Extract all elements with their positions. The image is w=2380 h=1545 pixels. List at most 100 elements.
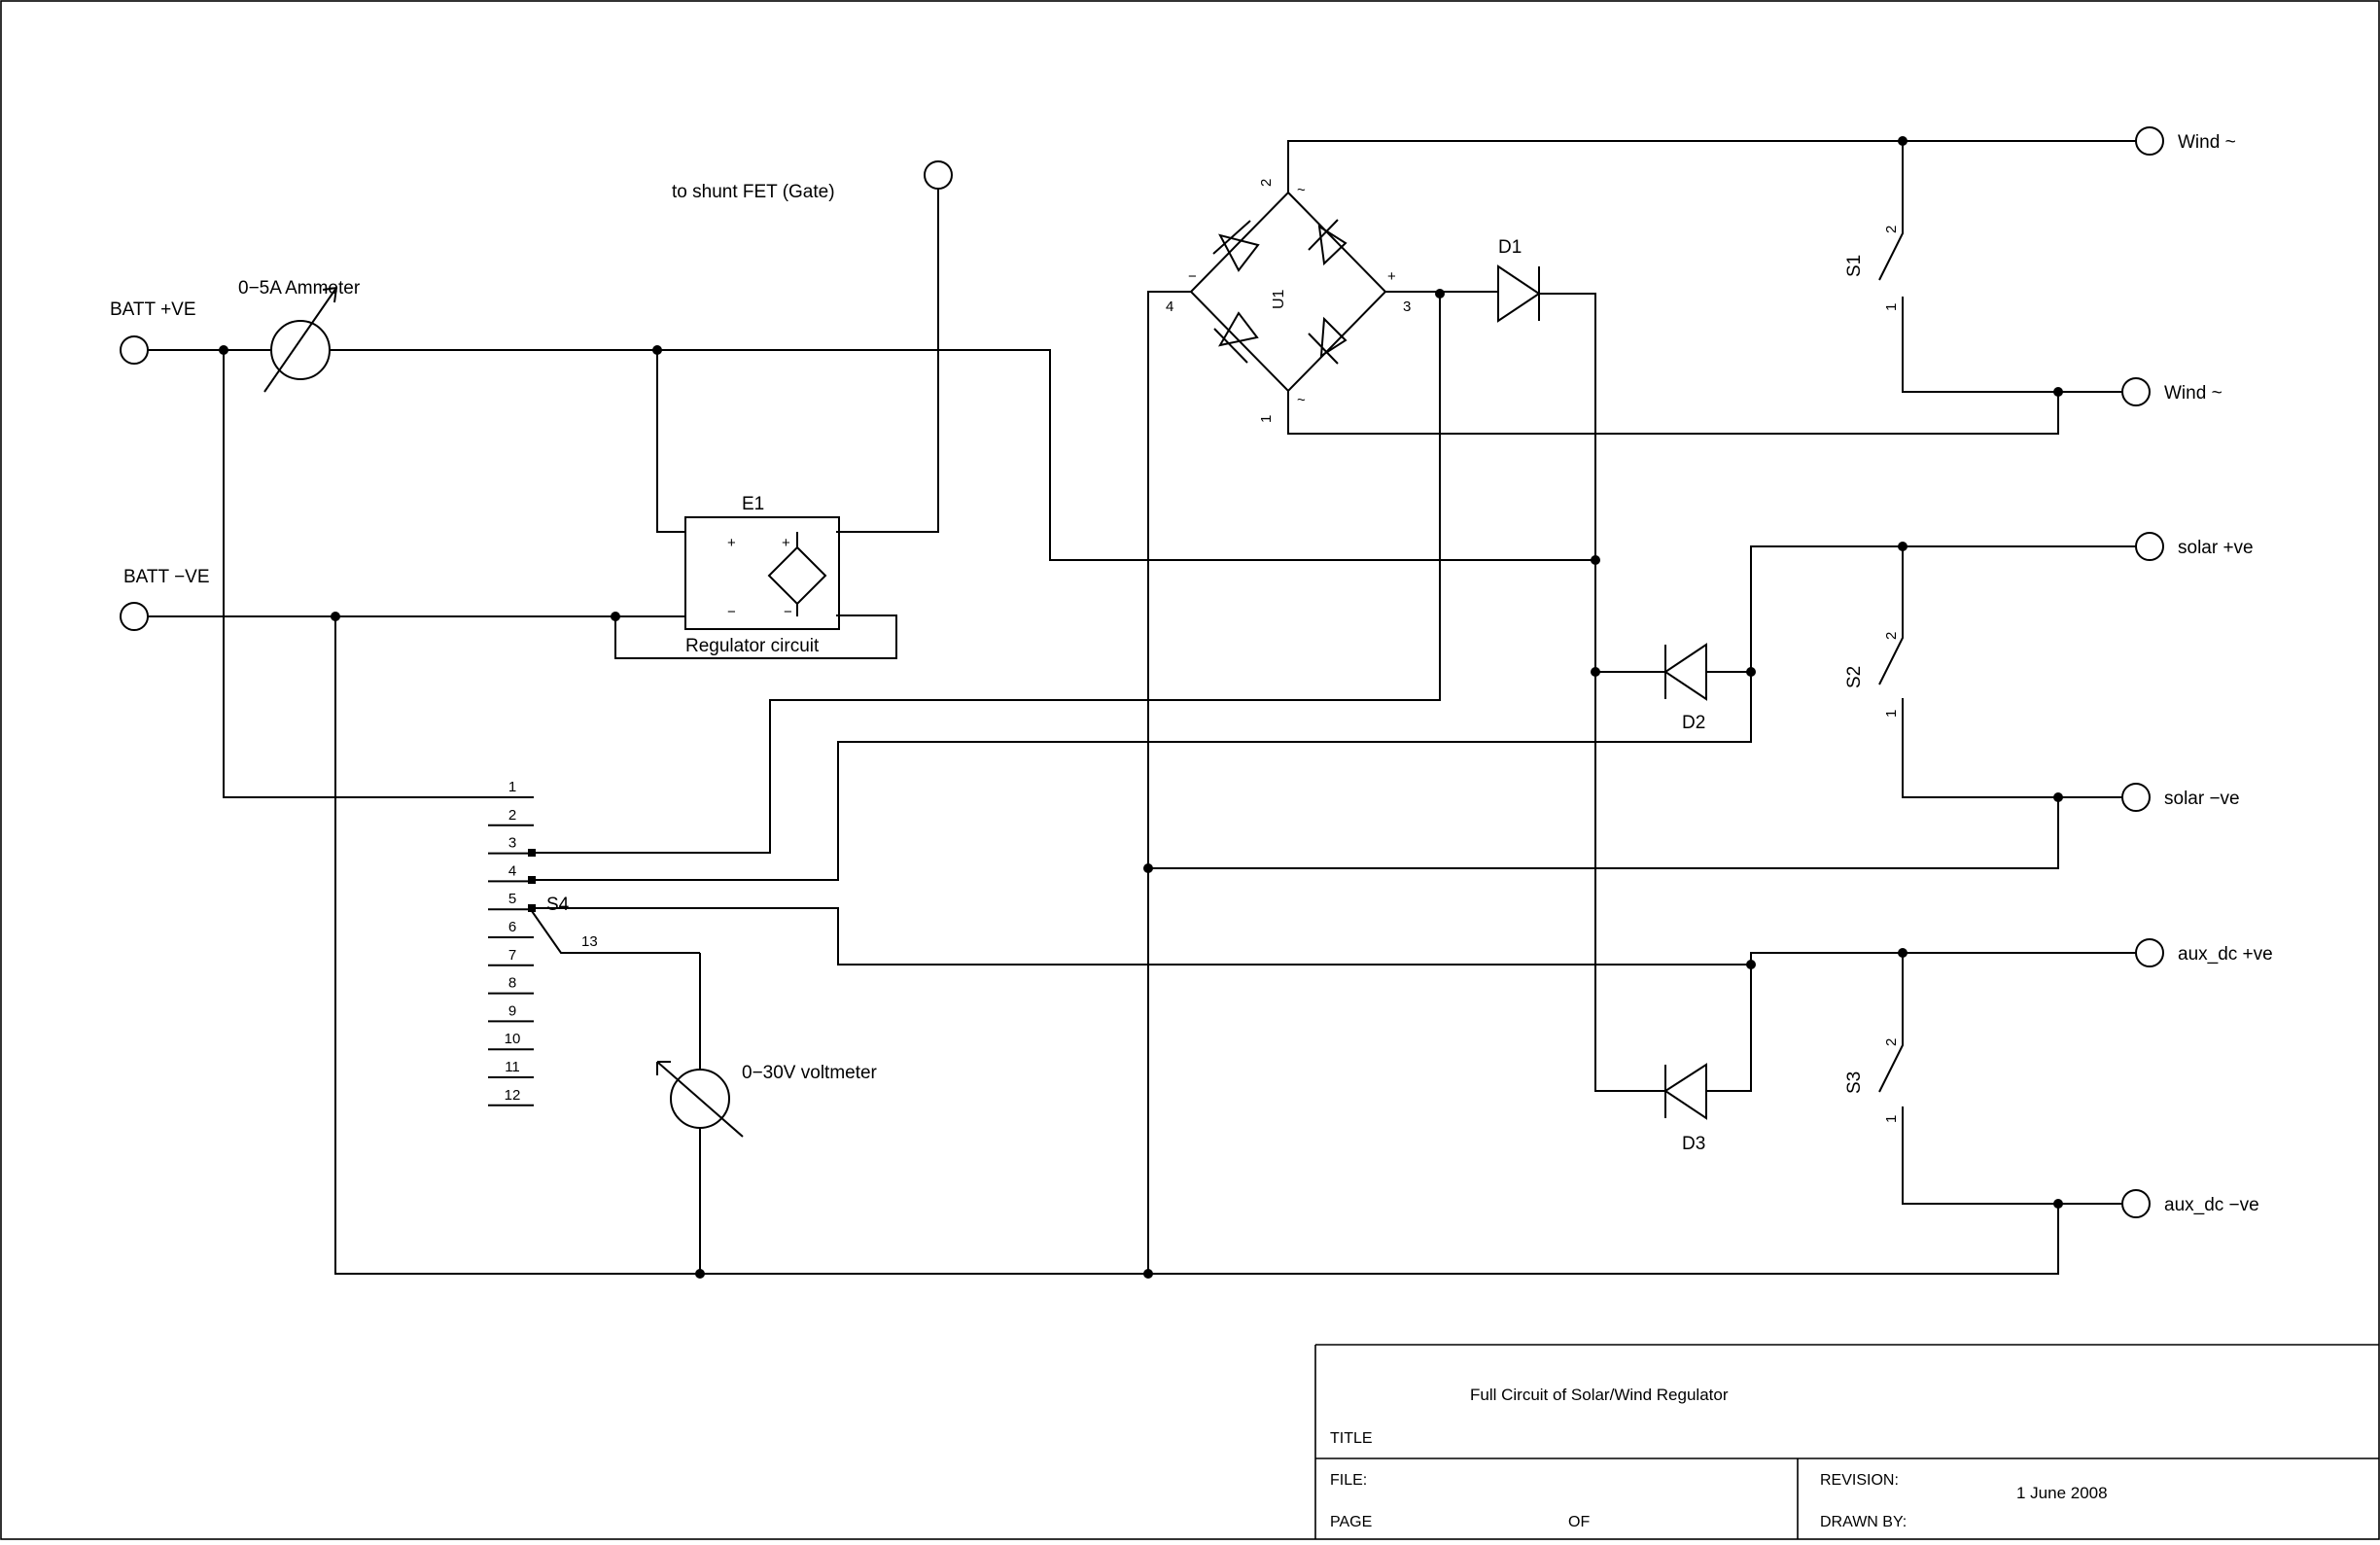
wind-terminal-b: Wind ~ <box>2121 377 2222 406</box>
wind-terminal-a: Wind ~ <box>2135 126 2236 156</box>
e1-plus-b: + <box>782 535 790 551</box>
svg-text:2: 2 <box>1883 1038 1900 1046</box>
shunt-fet-label: to shunt FET (Gate) <box>672 182 835 202</box>
ammeter-label: 0−5A Ammeter <box>238 278 361 298</box>
e1-minus-b: − <box>784 604 792 620</box>
u1-label: U1 <box>1271 289 1287 309</box>
batt-pos-label: BATT +VE <box>110 299 196 320</box>
s4-position-label: 11 <box>505 1059 520 1075</box>
s4-position-label: 3 <box>508 835 516 852</box>
s4-position-label: 9 <box>508 1002 516 1019</box>
bridge-rectifier-u1: U1 2 1 3 4 ~ ~ + − <box>1166 179 1411 423</box>
batt-pos-terminal: BATT +VE <box>110 299 196 365</box>
wire-neg-bus <box>1148 797 2059 869</box>
wire-u1-minus <box>1147 291 1191 1274</box>
s4-switch: S4 13 <box>528 849 700 954</box>
solar-pos-label: solar +ve <box>2178 538 2254 558</box>
d3-label: D3 <box>1682 1134 1705 1154</box>
wire-e1-plus <box>656 350 685 533</box>
solar-pos-terminal: solar +ve <box>2135 532 2254 561</box>
d1-label: D1 <box>1498 237 1522 258</box>
u1-pin4: 4 <box>1166 298 1173 315</box>
wire-d3 <box>1706 952 2136 1092</box>
s4-position-label: 1 <box>508 779 516 795</box>
svg-text:2: 2 <box>1883 226 1900 233</box>
u1-pin2: 2 <box>1258 179 1275 187</box>
wind-b-label: Wind ~ <box>2164 383 2222 404</box>
wire-ground-bus <box>334 616 2059 1275</box>
solar-neg-terminal: solar −ve <box>2121 783 2240 812</box>
s4-position-label: 8 <box>508 975 516 992</box>
wind-a-label: Wind ~ <box>2178 132 2236 153</box>
u1-pin3: 3 <box>1403 298 1411 315</box>
aux-neg-terminal: aux_dc −ve <box>2121 1189 2259 1218</box>
e1-minus-a: − <box>727 604 736 620</box>
drawing-title: Full Circuit of Solar/Wind Regulator <box>1470 1386 1729 1404</box>
file-label: FILE: <box>1330 1472 1367 1489</box>
svg-text:1: 1 <box>1883 1115 1900 1123</box>
diode-d3: D3 <box>1663 1063 1707 1154</box>
svg-text:2: 2 <box>1883 632 1900 640</box>
title-block: Full Circuit of Solar/Wind Regulator TIT… <box>1314 1344 2379 1539</box>
wire-batt-pos-to-s4 <box>223 350 512 798</box>
batt-neg-terminal: BATT −VE <box>120 567 210 631</box>
aux-pos-terminal: aux_dc +ve <box>2135 938 2273 967</box>
ammeter: 0−5A Ammeter <box>238 278 361 393</box>
switch-s2: S2 2 1 <box>1844 546 2122 798</box>
u1-plus: + <box>1387 268 1396 285</box>
wire-u1-ac-top <box>1287 140 2136 193</box>
junction-dots <box>219 136 2063 1279</box>
diode-d1: D1 <box>1497 237 1541 323</box>
wire-ammeter-out <box>330 349 1595 561</box>
s4-position-label: 6 <box>508 919 516 935</box>
drawn-by-label: DRAWN BY: <box>1820 1514 1907 1530</box>
solar-neg-label: solar −ve <box>2164 789 2240 809</box>
wire-e1-minus-loop <box>614 614 897 659</box>
u1-ac-top: ~ <box>1297 182 1306 198</box>
s2-label: S2 <box>1844 666 1865 688</box>
e1-label: E1 <box>742 494 764 514</box>
s4-position-label: 12 <box>505 1087 521 1104</box>
wire-s4-pos3 <box>532 292 1441 854</box>
s4-position-label: 7 <box>508 947 516 964</box>
of-label: OF <box>1568 1514 1590 1530</box>
wire-u1-ac-bottom <box>1287 391 2059 435</box>
batt-neg-label: BATT −VE <box>123 567 210 587</box>
s3-label: S3 <box>1844 1071 1865 1094</box>
voltmeter-label: 0−30V voltmeter <box>742 1063 878 1083</box>
switch-s3: S3 2 1 <box>1844 953 2122 1205</box>
e1-plus-a: + <box>727 535 736 551</box>
s4-position-label: 10 <box>505 1031 521 1047</box>
u1-minus: − <box>1188 268 1197 285</box>
shunt-fet-terminal: to shunt FET (Gate) <box>672 160 953 202</box>
title-label: TITLE <box>1330 1430 1373 1447</box>
page-label: PAGE <box>1330 1514 1372 1530</box>
switch-s1: S1 2 1 <box>1844 141 2122 393</box>
wire-s4-pos5 <box>532 907 1751 966</box>
u1-ac-bottom: ~ <box>1297 392 1306 408</box>
wire-d1-out <box>1539 293 1665 1092</box>
wire-d2 <box>1595 545 2136 673</box>
s4-position-label: 2 <box>508 807 516 824</box>
s4-label: S4 <box>546 895 570 915</box>
revision-date: 1 June 2008 <box>2016 1484 2108 1502</box>
svg-text:1: 1 <box>1883 303 1900 311</box>
diode-d2: D2 <box>1663 643 1707 733</box>
voltmeter: 0−30V voltmeter <box>656 1061 878 1138</box>
d2-label: D2 <box>1682 713 1705 733</box>
s4-position-label: 5 <box>508 891 516 907</box>
s4-common-label: 13 <box>581 933 598 950</box>
u1-pin1: 1 <box>1258 415 1275 423</box>
s4-position-label: 4 <box>508 862 516 879</box>
wire-s4-pos4 <box>532 673 1752 881</box>
aux-neg-label: aux_dc −ve <box>2164 1195 2259 1215</box>
wire-shunt-fet <box>836 189 939 533</box>
s1-label: S1 <box>1844 255 1865 277</box>
regulator-label: Regulator circuit <box>685 636 820 656</box>
regulator-e1: E1 + + − − Regulator circuit <box>684 494 840 656</box>
svg-text:1: 1 <box>1883 710 1900 718</box>
